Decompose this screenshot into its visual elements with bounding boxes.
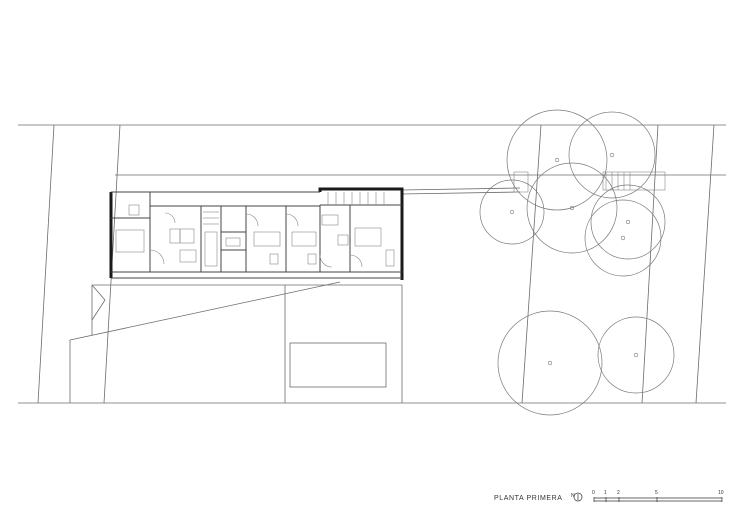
tree-canopy: [526, 162, 618, 254]
scale-tick-5: 5: [655, 490, 658, 496]
scale-tick-2: 2: [617, 490, 620, 496]
tree-canopy: [479, 179, 545, 245]
tree-canopy: [590, 184, 666, 260]
tree-trunk: [554, 157, 560, 163]
tree-trunk: [625, 219, 631, 225]
tree-canopy: [584, 199, 662, 277]
tree-canopy: [497, 310, 603, 416]
site-outline: [18, 124, 726, 404]
tree-canopy: [597, 316, 675, 394]
building-plan: [109, 187, 404, 280]
tree-trunk: [633, 352, 639, 358]
tree-trunk: [547, 360, 553, 366]
walkway: [401, 171, 666, 195]
tree-trunk: [609, 152, 615, 158]
drawing-title: PLANTA PRIMERA: [494, 495, 563, 502]
tree-canopy: [506, 109, 608, 211]
tree-trunk: [620, 235, 626, 241]
tree-trunk: [569, 205, 575, 211]
scale-tick-10: 10: [718, 490, 724, 496]
north-arrow-icon: [573, 492, 583, 502]
lower-level-outline: [69, 281, 403, 403]
scale-tick-0: 0: [592, 490, 595, 496]
trees: [479, 109, 675, 416]
tree-trunk: [509, 209, 515, 215]
scale-bar: 0 1 2 5 10: [592, 490, 724, 502]
tree-canopy: [568, 111, 656, 199]
north-label: N: [571, 493, 575, 499]
scale-tick-1: 1: [604, 490, 607, 496]
drawing-title-block: PLANTA PRIMERA N 0 1 2 5 10: [494, 490, 724, 502]
